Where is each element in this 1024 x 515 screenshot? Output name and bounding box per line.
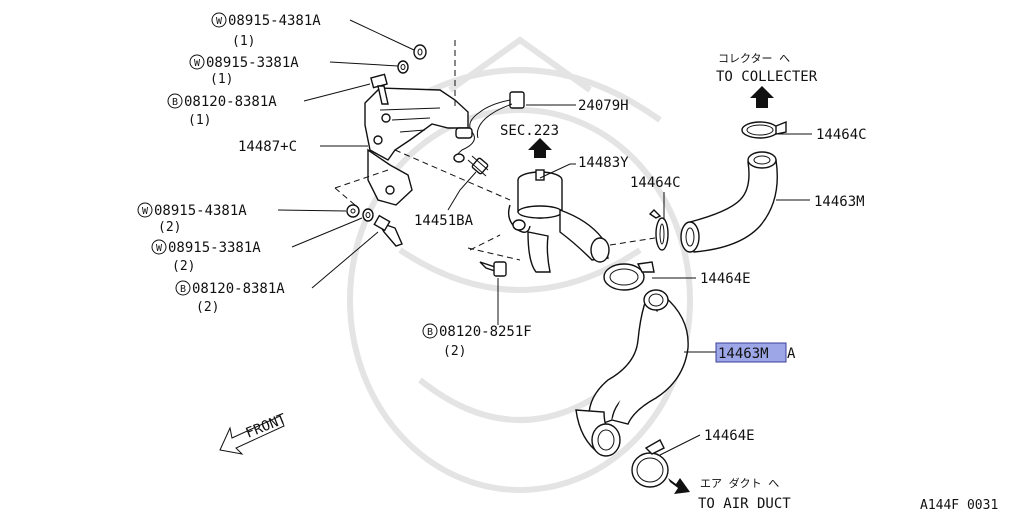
clamp-14464e-bot[interactable] bbox=[631, 439, 669, 488]
quantity: (2) bbox=[196, 300, 219, 315]
to-air-duct-arrow bbox=[668, 478, 690, 494]
washer-low-1[interactable] bbox=[346, 204, 360, 218]
label-14463m: 14463M bbox=[814, 194, 865, 210]
part-number: 08120-8381A bbox=[192, 281, 285, 297]
front-label: FRONT bbox=[244, 411, 290, 442]
screw-14451ba[interactable] bbox=[467, 155, 489, 177]
part-number: 08915-3381A bbox=[168, 240, 261, 256]
washer-mark: W bbox=[194, 58, 201, 69]
label-w-08915-4381a-top: W 08915-4381A (1) bbox=[211, 12, 321, 49]
washer-mark: W bbox=[216, 16, 223, 27]
part-number: 08915-4381A bbox=[154, 203, 247, 219]
to-collecter-jp: コレクター へ bbox=[718, 52, 790, 65]
label-14464c-top: 14464C bbox=[816, 127, 867, 143]
part-number: 08915-3381A bbox=[206, 55, 299, 71]
label-w-08915-3381a-bot: W 08915-3381A (2) bbox=[151, 239, 261, 274]
label-14451ba: 14451BA bbox=[414, 213, 474, 229]
to-collecter-arrow bbox=[750, 86, 774, 108]
to-air-duct-label: TO AIR DUCT bbox=[698, 496, 791, 511]
harness-24079h[interactable] bbox=[453, 91, 525, 163]
bolt-8251f[interactable] bbox=[479, 261, 507, 277]
label-14483y: 14483Y bbox=[578, 155, 629, 171]
label-14464e-bot: 14464E bbox=[704, 428, 755, 444]
washer-top-1[interactable] bbox=[413, 44, 427, 60]
bolt-mark: B bbox=[172, 97, 178, 108]
label-24079h: 24079H bbox=[578, 98, 629, 114]
quantity: (2) bbox=[443, 344, 466, 359]
quantity: (1) bbox=[210, 72, 233, 87]
quantity: (1) bbox=[232, 34, 255, 49]
part-suffix: A bbox=[787, 346, 796, 362]
to-collecter-label: TO COLLECTER bbox=[716, 69, 818, 85]
bracket-14487c[interactable] bbox=[364, 87, 469, 206]
part-highlight[interactable] bbox=[715, 342, 787, 363]
diagram-code: A144F 0031 bbox=[920, 498, 998, 511]
bolt-mark: B bbox=[180, 284, 186, 295]
assembly-dashed-lines bbox=[334, 40, 656, 261]
sec223-arrow bbox=[528, 138, 552, 158]
washer-mark: W bbox=[142, 206, 149, 217]
part-number-highlighted: 14463M bbox=[718, 346, 769, 362]
washer-top-2[interactable] bbox=[397, 60, 409, 74]
washer-low-2[interactable] bbox=[362, 208, 374, 222]
label-w-08915-3381a-top: W 08915-3381A (1) bbox=[189, 54, 299, 87]
clamp-14464e-mid[interactable] bbox=[603, 261, 655, 291]
label-w-08915-4381a-bot: W 08915-4381A (2) bbox=[137, 202, 247, 235]
front-arrow bbox=[219, 415, 285, 455]
hose-14463m[interactable] bbox=[680, 151, 778, 253]
part-number: 08915-4381A bbox=[228, 13, 321, 29]
washer-mark: W bbox=[156, 243, 163, 254]
label-b-08120-8251f: B 08120-8251F (2) bbox=[422, 323, 532, 359]
bolt-top[interactable] bbox=[370, 73, 389, 105]
quantity: (2) bbox=[158, 220, 181, 235]
quantity: (2) bbox=[172, 259, 195, 274]
bolt-mark: B bbox=[427, 327, 433, 338]
label-14464e-mid: 14464E bbox=[700, 271, 751, 287]
label-14463ma[interactable]: 14463M A bbox=[715, 342, 796, 363]
label-sec-223: SEC.223 bbox=[500, 123, 559, 139]
label-b-08120-8381a-bot: B 08120-8381A (2) bbox=[175, 280, 285, 315]
clamp-14464c-top[interactable] bbox=[741, 120, 787, 139]
label-14464c-left: 14464C bbox=[630, 175, 681, 191]
valve-14483y[interactable] bbox=[507, 169, 610, 273]
clamp-14464c-left[interactable] bbox=[648, 209, 669, 251]
label-b-08120-8381a-top: B 08120-8381A (1) bbox=[167, 93, 277, 128]
leader-lines bbox=[277, 19, 812, 456]
quantity: (1) bbox=[188, 113, 211, 128]
to-air-duct-jp: エア ダクト へ bbox=[700, 476, 779, 490]
part-number: 08120-8381A bbox=[184, 94, 277, 110]
part-number: 08120-8251F bbox=[439, 324, 532, 340]
hose-14463ma[interactable] bbox=[575, 289, 689, 457]
bolt-low[interactable] bbox=[373, 214, 403, 247]
label-14487c: 14487+C bbox=[238, 139, 297, 155]
